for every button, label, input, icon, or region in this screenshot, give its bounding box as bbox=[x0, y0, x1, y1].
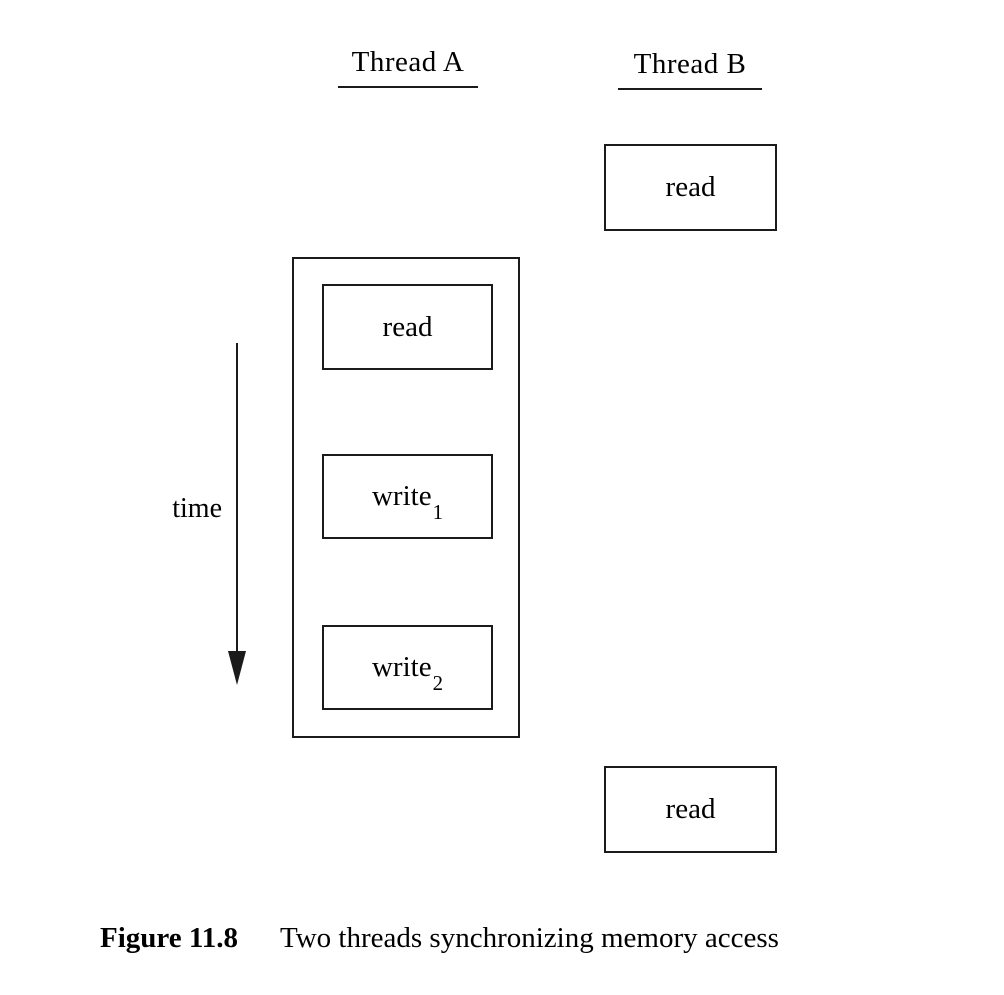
op-label: write bbox=[371, 651, 432, 683]
thread-b-read-box-top: read bbox=[604, 144, 777, 231]
op-subscript: 2 bbox=[432, 671, 444, 696]
op-label: write bbox=[371, 480, 432, 512]
time-label: time bbox=[172, 493, 222, 524]
op-subscript: 1 bbox=[432, 500, 444, 525]
thread-a-read-box: read bbox=[322, 284, 493, 370]
figure-caption: Figure 11.8 Two threads synchronizing mem… bbox=[100, 922, 779, 955]
thread-b-read-box-bottom: read bbox=[604, 766, 777, 853]
time-arrow bbox=[236, 343, 238, 653]
op-label: read bbox=[665, 793, 716, 825]
figure-caption-label: Figure 11.8 bbox=[100, 922, 239, 954]
thread-a-sequence-box: read write 1 write 2 bbox=[292, 257, 520, 738]
thread-a-write1-box: write 1 bbox=[322, 454, 493, 539]
thread-a-header: Thread A bbox=[338, 46, 478, 88]
thread-b-header: Thread B bbox=[618, 48, 762, 90]
figure-caption-text: Two threads synchronizing memory access bbox=[280, 922, 779, 954]
op-label: read bbox=[382, 310, 433, 343]
time-arrow-head-icon bbox=[228, 651, 246, 685]
thread-a-write2-box: write 2 bbox=[322, 625, 493, 710]
op-label: read bbox=[665, 171, 716, 203]
